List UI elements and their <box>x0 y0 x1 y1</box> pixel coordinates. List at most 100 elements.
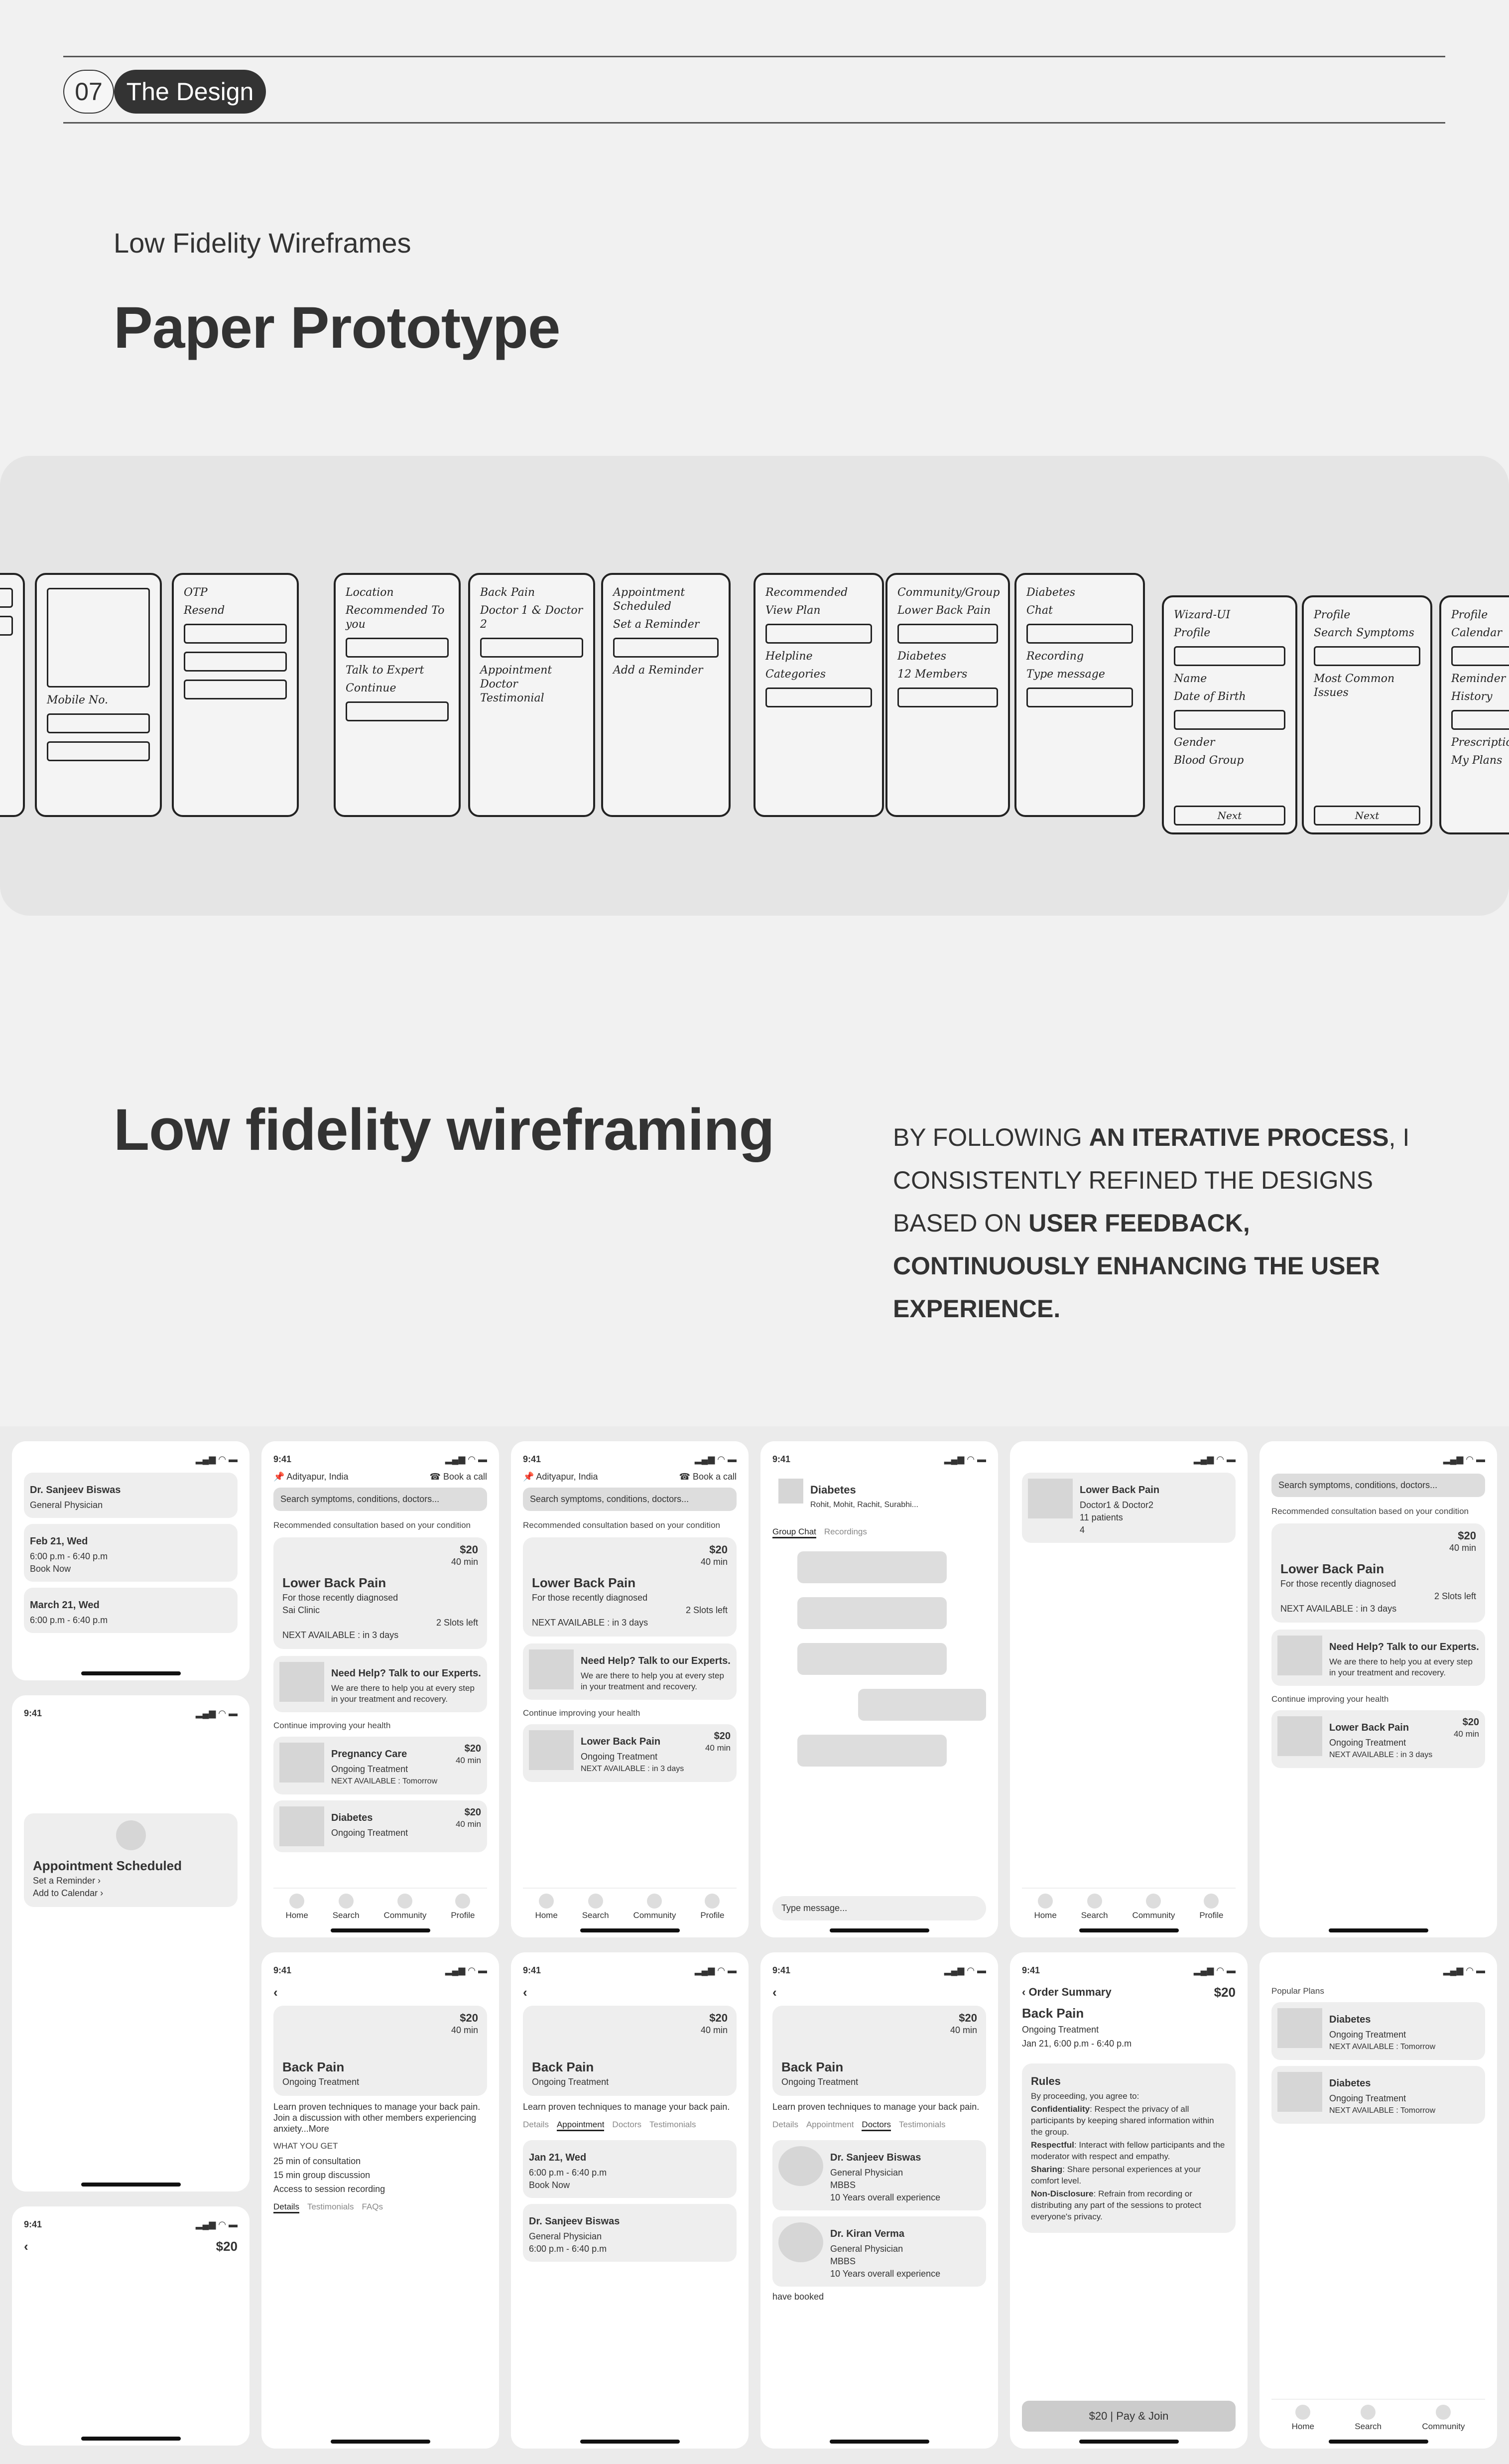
plan-description: Learn proven techniques to manage your b… <box>772 2102 980 2112</box>
section-number-badge: 07 <box>63 70 114 114</box>
sketch-label: Name <box>1174 673 1207 685</box>
nav-item-home[interactable]: Home <box>1034 1894 1057 1920</box>
wireframing-title: Low fidelity wireframing <box>114 1097 775 1163</box>
nav-item-community[interactable]: Community <box>383 1894 426 1920</box>
appointment-option[interactable]: Add to Calendar › <box>33 1888 104 1898</box>
wireframing-description: BY FOLLOWING AN ITERATIVE PROCESS, I CON… <box>893 1116 1416 1330</box>
plan-description: Learn proven techniques to manage your b… <box>523 2102 730 2112</box>
help-image <box>529 1649 574 1689</box>
mockup-column: ▂▄▆ ◠ ▬Search symptoms, conditions, doct… <box>1259 1441 1497 2449</box>
tab[interactable]: Recordings <box>824 1527 867 1536</box>
tab[interactable]: Doctors <box>612 2120 641 2129</box>
plan-sub: Ongoing Treatment <box>532 2077 609 2087</box>
back-icon[interactable]: ‹ <box>273 1985 278 2000</box>
card-title: Lower Back Pain <box>282 1575 386 1590</box>
nav-icon <box>1436 2405 1451 2420</box>
sketch-label: Chat <box>1026 604 1053 617</box>
rule-name: Non-Disclosure <box>1031 2189 1094 2198</box>
top-divider <box>63 56 1445 57</box>
nav-item-search[interactable]: Search <box>1081 1894 1108 1920</box>
slot-line: 6:00 p.m - 6:40 p.m <box>30 1551 108 1561</box>
back-icon[interactable]: ‹ <box>24 2239 28 2254</box>
sketch-box <box>1314 646 1420 666</box>
section-title-badge: The Design <box>114 70 266 114</box>
header-row: ‹$20 <box>24 2235 238 2256</box>
sketch-box <box>897 624 998 644</box>
nav-item-search[interactable]: Search <box>1355 2405 1382 2432</box>
help-sub: We are there to help you at every step i… <box>581 1671 724 1691</box>
tab[interactable]: Details <box>523 2120 549 2129</box>
tab[interactable]: Appointment <box>806 2120 854 2129</box>
nav-item-search[interactable]: Search <box>333 1894 360 1920</box>
rule: Non-Disclosure: Refrain from recording o… <box>1031 2188 1227 2222</box>
sketch-box <box>47 713 150 733</box>
sketch-box <box>765 624 872 644</box>
tab[interactable]: Doctors <box>862 2120 891 2131</box>
sketch-label: Prescription <box>1451 736 1509 749</box>
tab[interactable]: Details <box>273 2202 299 2213</box>
tab[interactable]: Testimonials <box>899 2120 946 2129</box>
tab[interactable]: FAQs <box>362 2202 383 2211</box>
home-indicator <box>580 2440 680 2444</box>
message-input[interactable]: Type message... <box>772 1896 986 1920</box>
nav-item-community[interactable]: Community <box>1132 1894 1175 1920</box>
section-label: Continue improving your health <box>523 1708 640 1718</box>
tab[interactable]: Details <box>772 2120 798 2129</box>
book-call-button[interactable]: ☎ Book a call <box>429 1472 487 1482</box>
rule-text: : Respect the privacy of all participant… <box>1031 2104 1214 2137</box>
phone-screen: ▂▄▆ ◠ ▬Search symptoms, conditions, doct… <box>1259 1441 1497 1937</box>
slot-line: 6:00 p.m - 6:40 p.m <box>30 1615 108 1625</box>
tab[interactable]: Group Chat <box>772 1527 816 1538</box>
nav-icon <box>338 1894 354 1909</box>
doctor-line: General Physician <box>830 2244 903 2254</box>
back-icon[interactable]: ‹ <box>772 1985 777 2000</box>
rule: Confidentiality: Respect the privacy of … <box>1031 2103 1227 2138</box>
rules-intro: By proceeding, you agree to: <box>1031 2091 1139 2101</box>
book-call-button[interactable]: ☎ Book a call <box>679 1472 737 1482</box>
back-icon[interactable]: ‹ <box>523 1985 527 2000</box>
nav-item-search[interactable]: Search <box>582 1894 609 1920</box>
paper-sketch <box>0 573 25 817</box>
nav-item-home[interactable]: Home <box>285 1894 308 1920</box>
sketch-box <box>1026 687 1133 707</box>
price: $20 <box>1458 1529 1476 1542</box>
search-input[interactable]: Search symptoms, conditions, doctors... <box>1271 1474 1485 1497</box>
group-title: Diabetes <box>810 1484 856 1496</box>
tab[interactable]: Testimonials <box>649 2120 696 2129</box>
slot-line: 6:00 p.m - 6:40 p.m <box>529 2244 607 2254</box>
pay-join-button[interactable]: $20 | Pay & Join <box>1022 2401 1236 2432</box>
nav-item-profile[interactable]: Profile <box>700 1894 725 1920</box>
nav-item-profile[interactable]: Profile <box>451 1894 475 1920</box>
appointment-option[interactable]: Set a Reminder › <box>33 1876 101 1886</box>
tab[interactable]: Appointment <box>556 2120 605 2131</box>
phone-screen: 9:41▂▄▆ ◠ ▬‹$20 <box>12 2206 250 2446</box>
tab[interactable]: Testimonials <box>307 2202 354 2211</box>
sketch-label: Community/Group <box>897 586 1000 599</box>
nav-item-home[interactable]: Home <box>1292 2405 1314 2432</box>
nav-item-community[interactable]: Community <box>1422 2405 1465 2432</box>
doctor-line: General Physician <box>830 2168 903 2178</box>
price: $20 <box>460 1543 478 1556</box>
status-icons: ▂▄▆ ◠ ▬ <box>195 1454 238 1464</box>
search-input[interactable]: Search symptoms, conditions, doctors... <box>273 1488 487 1511</box>
nav-icon <box>455 1894 471 1909</box>
search-input[interactable]: Search symptoms, conditions, doctors... <box>523 1488 737 1511</box>
next-available: NEXT AVAILABLE : in 3 days <box>532 1618 648 1628</box>
status-icons: ▂▄▆ ◠ ▬ <box>694 1454 737 1464</box>
nav-item-community[interactable]: Community <box>633 1894 676 1920</box>
location-row: 📌 Adityapur, India☎ Book a call <box>523 1470 737 1484</box>
tab-bar: Details Appointment Doctors Testimonials <box>772 2120 986 2131</box>
phone-screen: 9:41▂▄▆ ◠ ▬📌 Adityapur, India☎ Book a ca… <box>511 1441 749 1937</box>
sketch-box <box>184 680 287 699</box>
nav-item-profile[interactable]: Profile <box>1199 1894 1224 1920</box>
nav-item-home[interactable]: Home <box>535 1894 558 1920</box>
appointment-title: Appointment Scheduled <box>33 1858 182 1873</box>
